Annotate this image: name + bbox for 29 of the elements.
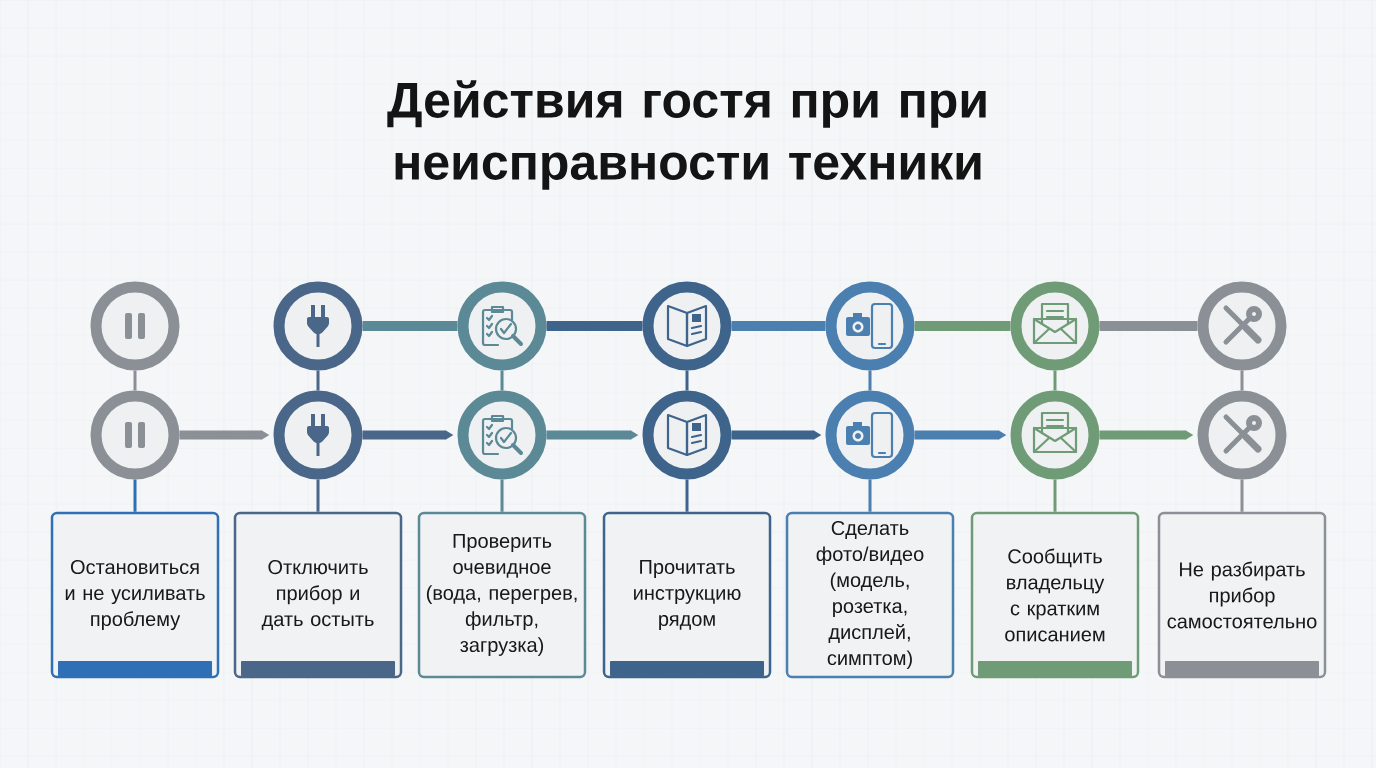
connector-line (133, 370, 137, 391)
connector-line (731, 321, 826, 331)
step-circle (1197, 390, 1287, 480)
step-box: Сообщить владельцу с кратким описанием (970, 511, 1140, 679)
step-box: Сделать фото/видео (модель, розетка, дисплей, симптом) (785, 511, 955, 679)
connector-line (1240, 479, 1244, 512)
connector-line (500, 370, 504, 391)
step-circle (1197, 281, 1287, 371)
step-box: Отключить прибор и дать остыть (233, 511, 403, 679)
connector-line (316, 370, 320, 391)
connector-line (133, 479, 137, 512)
connector-line (1240, 370, 1244, 391)
title: Действия гостя при при неисправности техники (387, 80, 986, 190)
connector-line (546, 321, 643, 331)
connector-line (362, 321, 458, 331)
connector-line (914, 321, 1011, 331)
connector-line (1099, 321, 1198, 331)
step-box: Не разбирать прибор самостоятельно (1157, 511, 1327, 679)
connector-line (868, 479, 872, 512)
step-box: Прочитать инструкцию рядом (602, 511, 772, 679)
connector-line (868, 370, 872, 391)
connector-line (316, 479, 320, 512)
connector-line (685, 370, 689, 391)
step-box: Остановиться и не усиливать проблему (50, 511, 220, 679)
connector-line (1053, 370, 1057, 391)
connector-line (685, 479, 689, 512)
connector-line (500, 479, 504, 512)
connector-line (1053, 479, 1057, 512)
step-box: Проверить очевидное (вода, перегрев, фильтр, загрузка) (417, 511, 587, 679)
